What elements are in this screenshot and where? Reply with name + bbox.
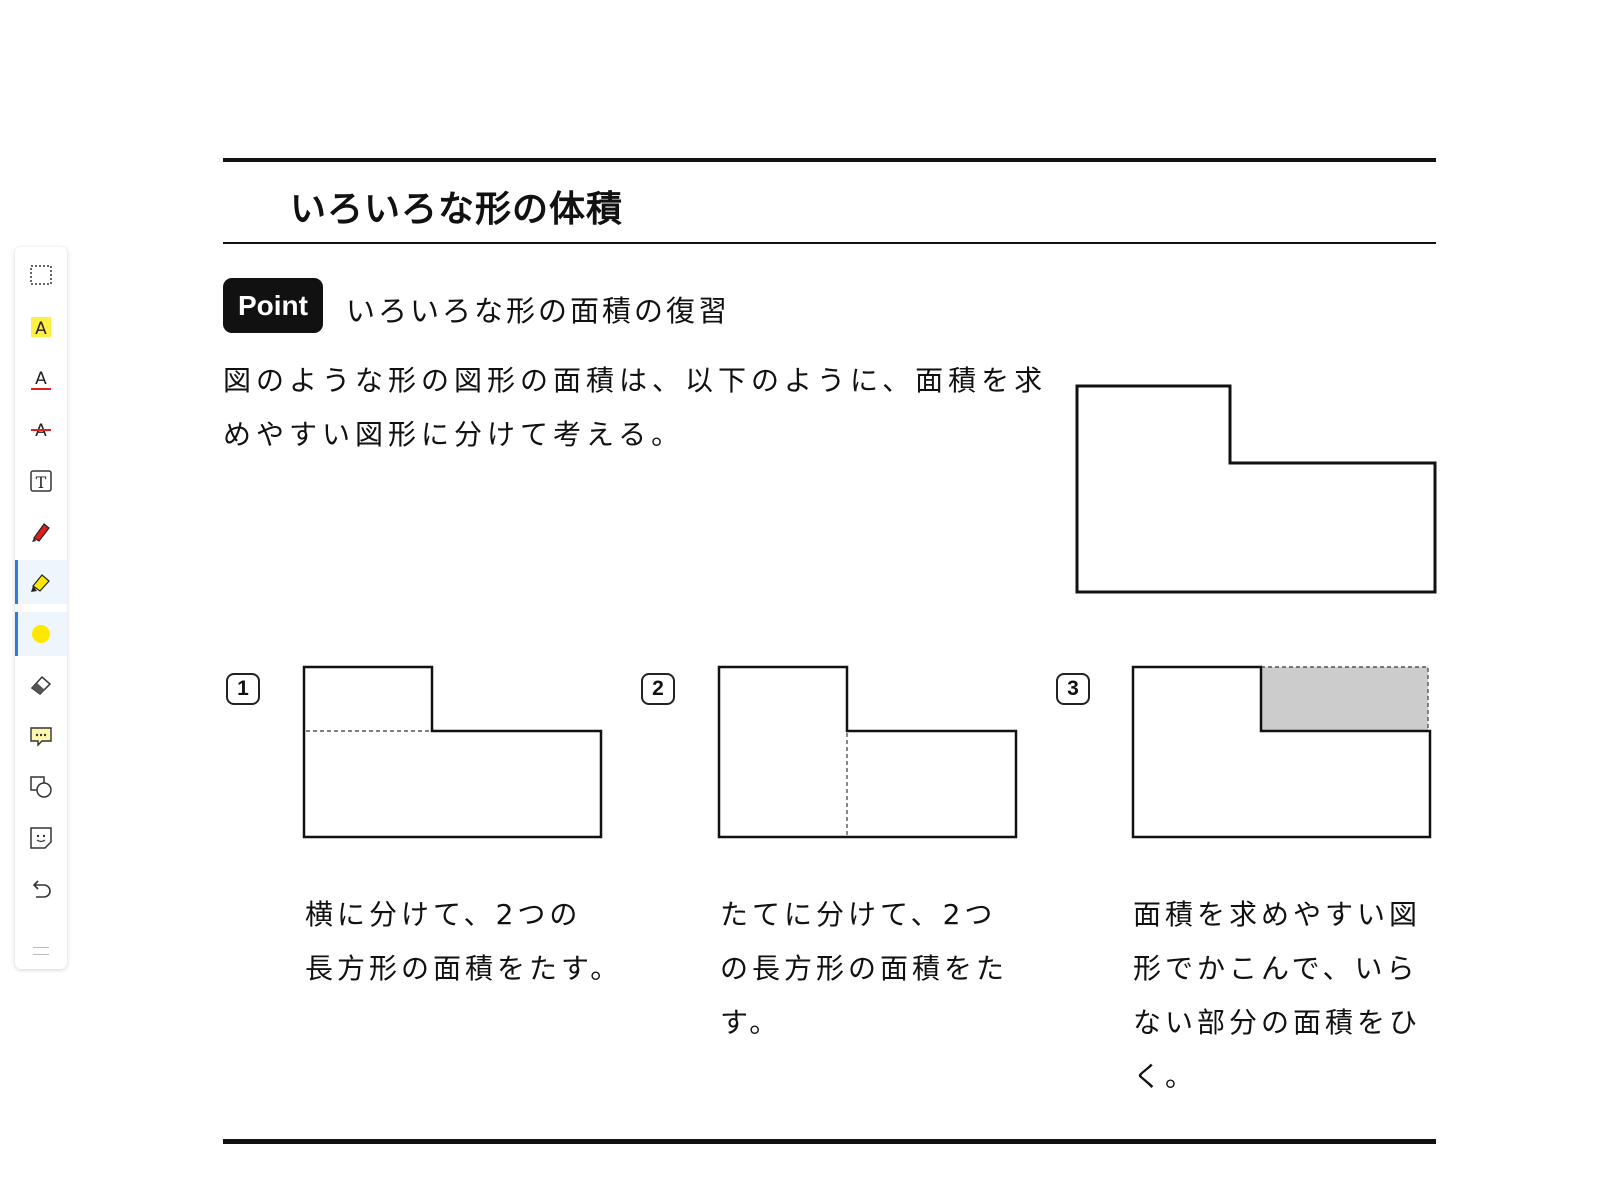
subtracted-region bbox=[1261, 667, 1428, 731]
svg-text:T: T bbox=[36, 473, 47, 492]
caption-line: 形でかこんで、いら bbox=[1133, 952, 1419, 985]
text-strikethrough-icon: A bbox=[31, 421, 51, 441]
eraser-icon bbox=[30, 675, 52, 695]
undo-icon bbox=[32, 880, 51, 898]
highlighter-icon bbox=[31, 574, 50, 592]
caption-line: す。 bbox=[720, 1006, 782, 1039]
caption-line: 面積を求めやすい図 bbox=[1133, 898, 1422, 931]
pen-tool[interactable] bbox=[15, 509, 67, 553]
undo-button[interactable] bbox=[15, 867, 67, 911]
text-box-tool[interactable]: T bbox=[15, 459, 67, 503]
pen-icon bbox=[32, 523, 50, 542]
highlight-text-tool[interactable]: A bbox=[15, 305, 67, 349]
svg-text:A: A bbox=[35, 369, 47, 389]
text-underline-icon: A bbox=[31, 369, 51, 390]
toolbar-drag-handle[interactable] bbox=[33, 947, 49, 955]
dashed-rectangle-icon bbox=[30, 265, 52, 285]
point-title: いろいろな形の面積の復習 bbox=[346, 294, 731, 328]
method-3-figure bbox=[1131, 665, 1432, 839]
underline-text-tool[interactable]: A bbox=[15, 357, 67, 401]
highlighter-tool[interactable] bbox=[15, 560, 67, 604]
select-region-tool[interactable] bbox=[15, 253, 67, 297]
color-dot-icon bbox=[32, 625, 50, 643]
text-box-icon: T bbox=[30, 470, 52, 492]
page-title: いろいろな形の体積 bbox=[290, 189, 624, 230]
l-shape-figure bbox=[1075, 384, 1437, 594]
caption-line: 横に分けて、2つの bbox=[305, 898, 582, 931]
comment-tool[interactable] bbox=[15, 714, 67, 758]
svg-text:A: A bbox=[35, 319, 47, 339]
method-2-caption: たてに分けて、2つ の長方形の面積をた す。 bbox=[720, 888, 1040, 1050]
intro-text: 図のような形の図形の面積は、以下のように、面積を求 めやすい図形に分けて考える。 bbox=[223, 354, 1043, 462]
comment-icon bbox=[30, 727, 52, 747]
sticker-icon bbox=[30, 827, 52, 849]
method-2-figure bbox=[717, 665, 1018, 839]
method-number-badge: 1 bbox=[226, 673, 260, 705]
annotation-toolbar: A A A T bbox=[15, 247, 67, 969]
method-1-caption: 横に分けて、2つの 長方形の面積をたす。 bbox=[305, 888, 625, 996]
caption-line: ない部分の面積をひ bbox=[1133, 1006, 1422, 1039]
strikethrough-text-tool[interactable]: A bbox=[15, 407, 67, 451]
sticker-tool[interactable] bbox=[15, 816, 67, 860]
caption-line: 長方形の面積をたす。 bbox=[305, 952, 623, 985]
shapes-icon bbox=[30, 776, 52, 798]
caption-line: く。 bbox=[1133, 1060, 1198, 1093]
text-highlight-icon: A bbox=[31, 317, 51, 339]
method-number-badge: 3 bbox=[1056, 673, 1090, 705]
bottom-rule bbox=[223, 1139, 1436, 1144]
caption-line: の長方形の面積をた bbox=[720, 952, 1009, 985]
method-1-figure bbox=[302, 665, 603, 839]
intro-line: めやすい図形に分けて考える。 bbox=[223, 418, 685, 451]
color-picker[interactable] bbox=[15, 612, 67, 656]
point-badge: Point bbox=[223, 278, 323, 333]
method-number-badge: 2 bbox=[641, 673, 675, 705]
intro-line: 図のような形の図形の面積は、以下のように、面積を求 bbox=[223, 364, 1048, 397]
top-rule bbox=[223, 158, 1436, 162]
caption-line: たてに分けて、2つ bbox=[720, 898, 997, 931]
shapes-tool[interactable] bbox=[15, 765, 67, 809]
eraser-tool[interactable] bbox=[15, 663, 67, 707]
title-rule bbox=[223, 242, 1436, 244]
method-3-caption: 面積を求めやすい図 形でかこんで、いら ない部分の面積をひ く。 bbox=[1133, 888, 1453, 1104]
